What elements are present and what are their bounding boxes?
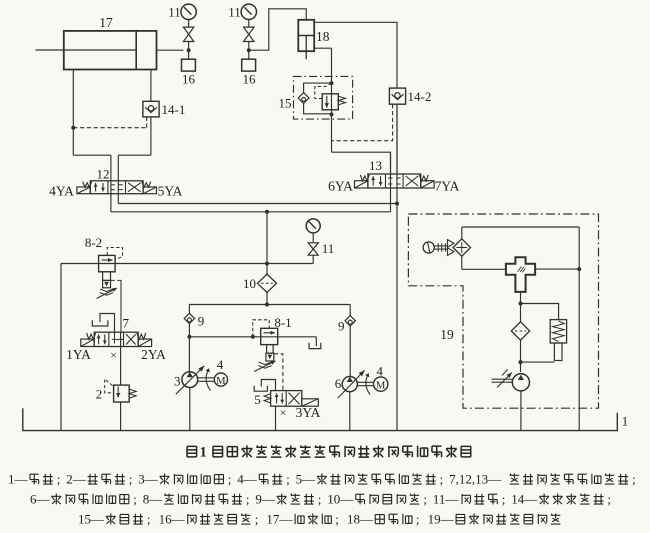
svg-text:;: ; [423, 492, 427, 507]
svg-text:;: ; [440, 472, 444, 487]
svg-text:4—: 4— [237, 472, 257, 487]
svg-text:16—: 16— [159, 512, 186, 527]
svg-text:3: 3 [174, 373, 181, 388]
svg-text:6—: 6— [30, 492, 51, 507]
svg-text:1: 1 [200, 445, 207, 461]
svg-text:2—: 2— [66, 472, 87, 487]
svg-text:3—: 3— [138, 472, 159, 487]
svg-text:19—: 19— [428, 512, 455, 527]
svg-text:;: ; [335, 512, 339, 527]
svg-text:1YA: 1YA [66, 347, 91, 362]
svg-text:;: ; [228, 472, 232, 487]
svg-text:3YA: 3YA [296, 405, 321, 420]
svg-text:6: 6 [335, 376, 342, 391]
svg-text:M: M [216, 376, 226, 387]
svg-text:9: 9 [338, 319, 345, 334]
svg-text:8—: 8— [143, 492, 164, 507]
svg-text:;: ; [502, 492, 506, 507]
svg-text:4: 4 [376, 364, 383, 379]
svg-text:15—: 15— [78, 512, 105, 527]
svg-text:;: ; [147, 512, 151, 527]
svg-text:18: 18 [316, 29, 330, 44]
svg-text:15: 15 [279, 96, 292, 111]
svg-text:;: ; [607, 492, 611, 507]
svg-text:16: 16 [182, 72, 196, 87]
svg-text:5—: 5— [296, 472, 317, 487]
svg-text:4: 4 [217, 357, 224, 372]
svg-text:19: 19 [440, 327, 454, 342]
svg-text:;: ; [129, 472, 133, 487]
svg-text:18—: 18— [347, 512, 374, 527]
svg-text:;: ; [133, 492, 137, 507]
svg-text:;: ; [57, 472, 61, 487]
svg-text:17: 17 [99, 15, 113, 30]
svg-text:10—: 10— [327, 492, 354, 507]
svg-text:5YA: 5YA [158, 183, 183, 198]
svg-text:7YA: 7YA [435, 179, 460, 194]
svg-text:;: ; [632, 472, 636, 487]
svg-text:9—: 9— [255, 492, 276, 507]
svg-text:11: 11 [322, 241, 335, 256]
svg-text:2YA: 2YA [141, 347, 166, 362]
svg-text:14-1: 14-1 [162, 102, 186, 117]
svg-text:2: 2 [96, 387, 103, 402]
svg-text:1—: 1— [8, 472, 29, 487]
svg-text:6YA: 6YA [328, 179, 353, 194]
svg-text:M: M [376, 381, 386, 392]
svg-text:13: 13 [369, 158, 382, 173]
svg-text:14-2: 14-2 [408, 89, 432, 104]
svg-text:;: ; [286, 472, 290, 487]
svg-text:8-1: 8-1 [274, 315, 291, 330]
svg-text:×: × [110, 348, 117, 362]
svg-text:14—: 14— [511, 492, 538, 507]
svg-text:1: 1 [622, 414, 629, 429]
svg-text:5: 5 [254, 392, 261, 407]
svg-text:×: × [280, 406, 287, 420]
svg-text:11—: 11— [433, 492, 460, 507]
svg-text:16: 16 [243, 72, 257, 87]
svg-text:9: 9 [198, 314, 205, 329]
svg-text:;: ; [255, 512, 259, 527]
svg-text:17—: 17— [266, 512, 293, 527]
svg-text:7,12,13—: 7,12,13— [449, 472, 502, 487]
svg-text:10: 10 [243, 276, 256, 291]
svg-text:7: 7 [123, 316, 130, 331]
svg-text:;: ; [416, 512, 420, 527]
svg-text:;: ; [246, 492, 250, 507]
svg-text:11: 11 [228, 5, 241, 20]
svg-text:11: 11 [168, 5, 181, 20]
svg-text:4YA: 4YA [49, 183, 74, 198]
svg-text:8-2: 8-2 [85, 235, 102, 250]
svg-text:;: ; [318, 492, 322, 507]
svg-text:12: 12 [97, 167, 110, 182]
